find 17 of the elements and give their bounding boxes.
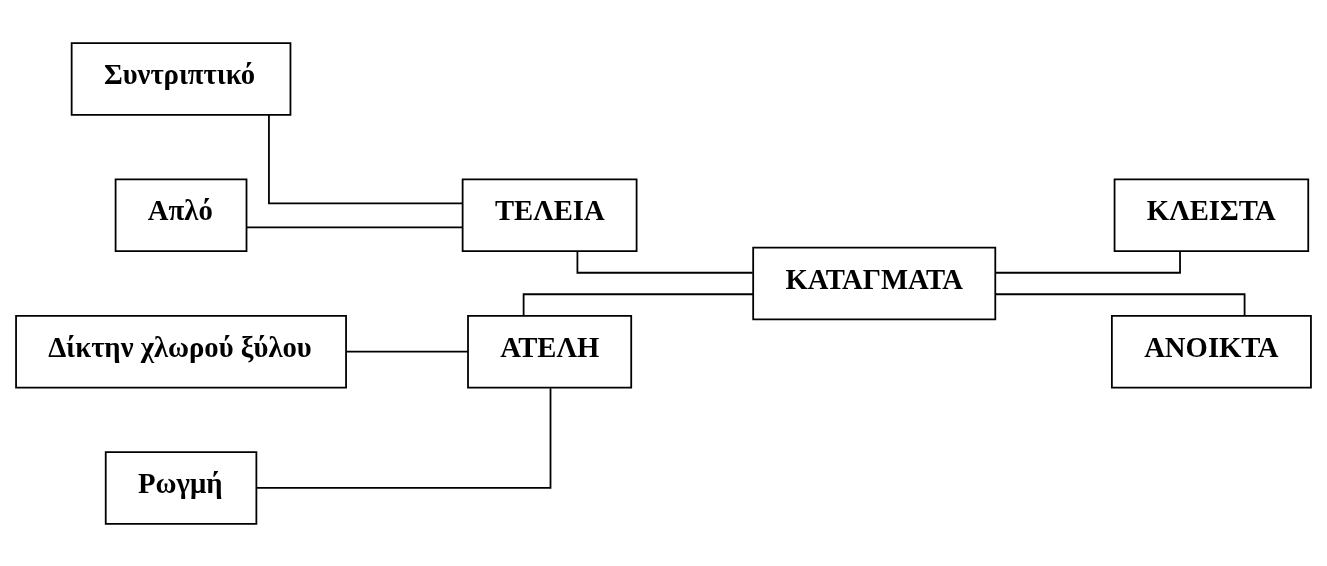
connector [522, 292, 754, 317]
node-box: ΚΛΕΙΣΤΑ [1113, 178, 1310, 252]
node-box: Συντριπτικό [70, 41, 292, 116]
node-box: ΤΕΛΕΙΑ [461, 178, 638, 252]
node-box: Δίκτην χλωρού ξύλου [15, 314, 347, 388]
node-box: ΚΑΤΑΓΜΑΤΑ [752, 246, 997, 320]
connector [994, 292, 1246, 317]
connector [255, 386, 552, 489]
node-box: ΑΝΟΙΚΤΑ [1110, 314, 1312, 388]
connector [345, 350, 469, 353]
node-box: Απλό [114, 178, 248, 252]
connector [246, 225, 463, 228]
connector [268, 113, 464, 204]
connector [995, 249, 1181, 274]
node-box: Ρωγμή [104, 450, 258, 525]
connector [576, 249, 754, 274]
node-box: ΑΤΕΛΗ [467, 314, 633, 388]
